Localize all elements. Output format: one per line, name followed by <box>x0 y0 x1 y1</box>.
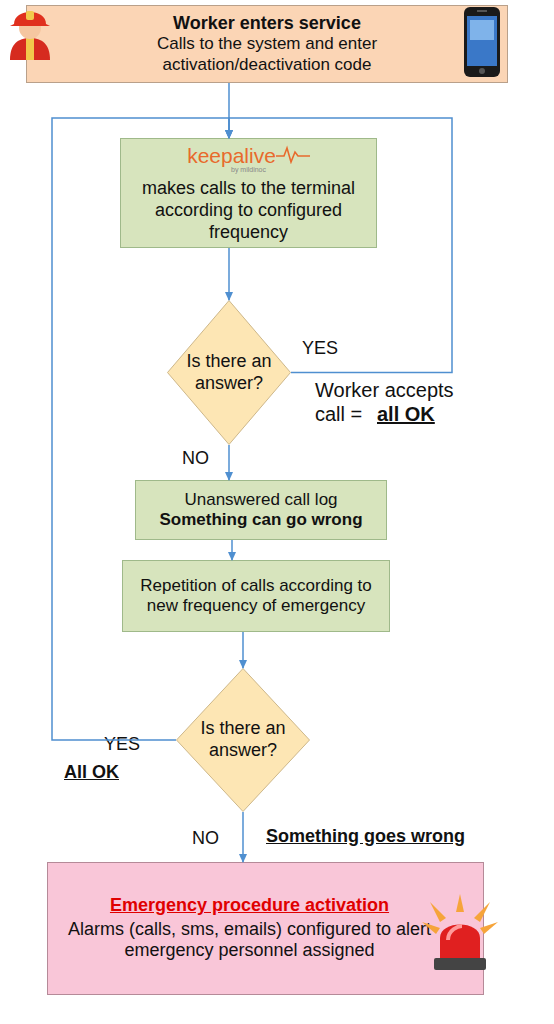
process-box: Repetition of calls according to new fre… <box>122 560 390 632</box>
flow-arrow <box>228 445 230 480</box>
node-text: Alarms (calls, sms, emails) configured t… <box>62 919 437 962</box>
flow-arrow <box>242 632 244 668</box>
edge-label: NO <box>192 828 219 850</box>
node-text: Unanswered call log <box>184 490 337 510</box>
edge-label: YES <box>302 338 338 360</box>
node-text: Worker enters service <box>173 13 361 35</box>
node-text: Is there an answer? <box>179 351 279 394</box>
alarm-box: Emergency procedure activationAlarms (ca… <box>47 862 484 995</box>
node-text: makes calls to the terminal according to… <box>135 178 362 243</box>
node-text: Something can go wrong <box>159 510 362 530</box>
process-box: Unanswered call logSomething can go wron… <box>135 480 387 540</box>
node-text: Emergency procedure activation <box>110 895 389 917</box>
node-text: Calls to the system and enter activation… <box>79 34 455 75</box>
decision-diamond: Is there an answer? <box>167 300 291 445</box>
decision-diamond: Is there an answer? <box>176 668 310 812</box>
node-text: keepalive <box>187 143 276 168</box>
node-text: by mildinoc <box>231 166 266 174</box>
flow-arrow <box>231 540 233 560</box>
start-box: Worker enters serviceCalls to the system… <box>26 5 508 83</box>
edge-label: NO <box>182 448 209 470</box>
process-box: keepaliveby mildinoc makes calls to the t… <box>120 138 377 248</box>
status-note: Something goes wrong <box>266 826 465 848</box>
flow-arrow <box>228 83 230 138</box>
node-text: Is there an answer? <box>193 718 293 761</box>
edge-label: YES <box>104 734 140 756</box>
status-note: all OK <box>377 402 435 426</box>
siren-icon <box>418 892 502 976</box>
node-text: Repetition of calls according to new fre… <box>135 576 377 617</box>
flow-arrow <box>228 248 230 300</box>
phone-icon <box>462 6 502 78</box>
status-note: All OK <box>64 762 119 784</box>
heartbeat-logo <box>276 144 310 164</box>
flow-arrow <box>242 812 244 862</box>
firefighter-icon <box>2 2 58 60</box>
